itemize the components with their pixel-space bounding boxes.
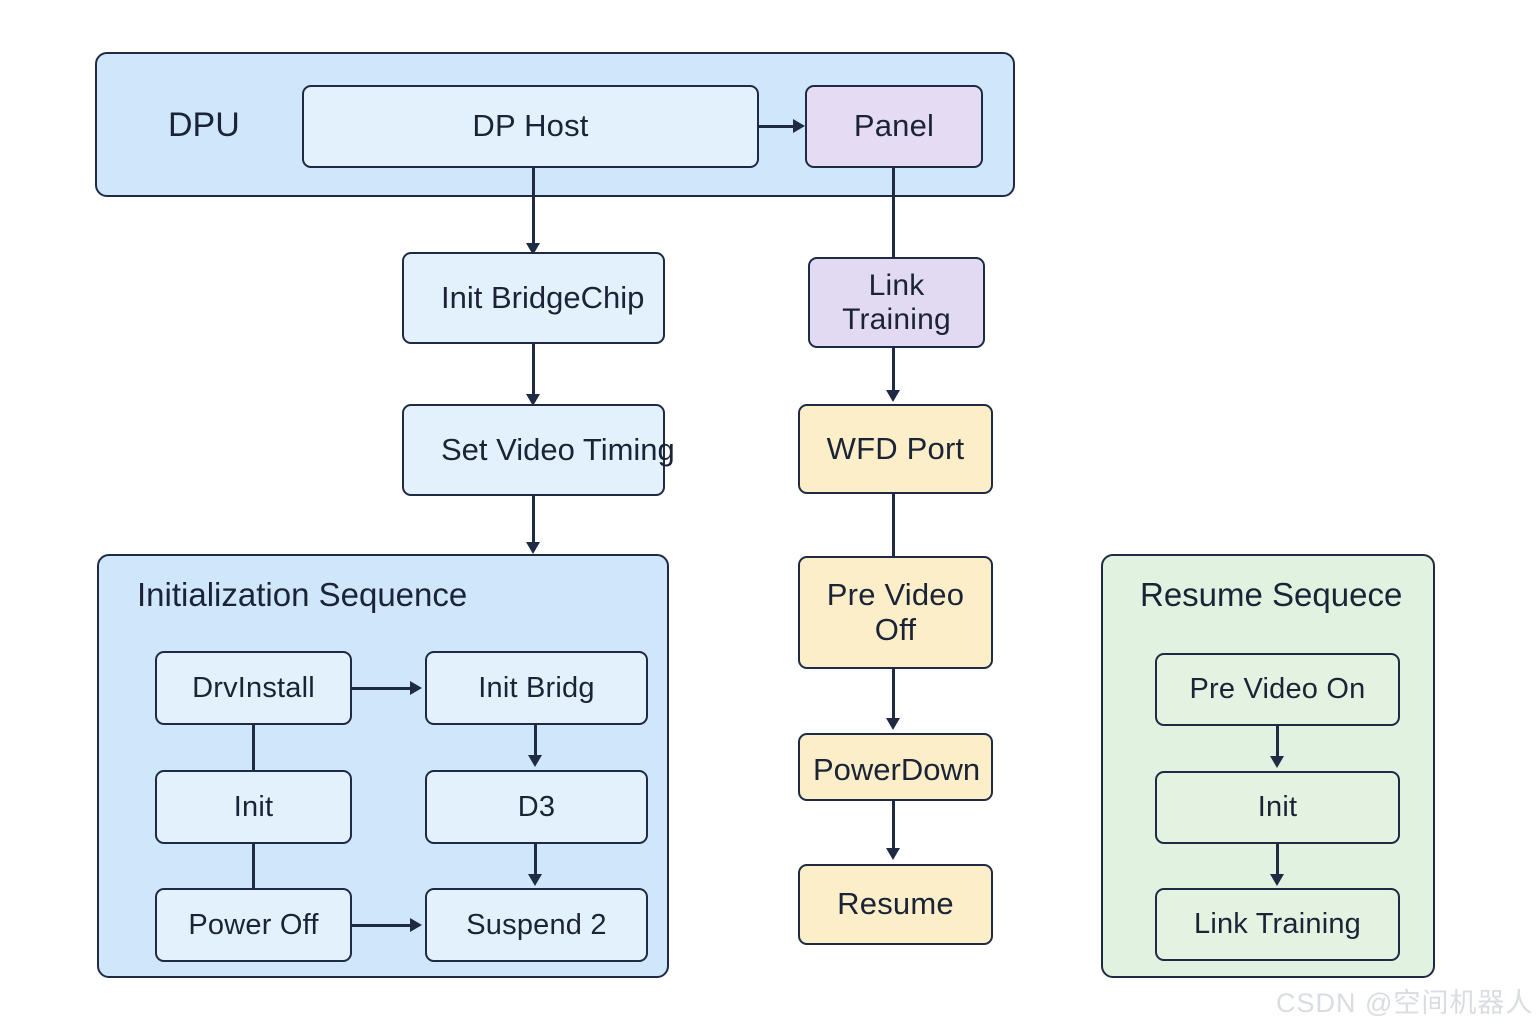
node-suspend-2-label: Suspend 2 <box>466 908 607 941</box>
node-pre-video-on-label: Pre Video On <box>1189 673 1366 706</box>
edge-initbridgechip-setvideotiming <box>532 344 535 399</box>
init-sequence-title: Initialization Sequence <box>137 576 468 613</box>
node-init[interactable]: Init <box>155 770 352 844</box>
node-init-bridg-label: Init Bridg <box>478 671 595 704</box>
node-init-bridg[interactable]: Init Bridg <box>425 651 648 725</box>
node-resume-link-training-label: Link Training <box>1193 908 1362 941</box>
node-dp-host-label: DP Host <box>472 108 589 144</box>
node-powerdown-label: PowerDown <box>813 752 981 787</box>
node-panel[interactable]: Panel <box>805 85 983 168</box>
node-wfd-port-label: WFD Port <box>826 430 965 466</box>
node-set-video-timing[interactable] <box>402 404 665 496</box>
node-pre-video-off-line1: Pre Video <box>826 576 965 612</box>
node-init-bridgechip[interactable] <box>402 252 665 344</box>
edge-init-poweroff <box>252 844 255 888</box>
node-resume-link-training[interactable]: Link Training <box>1155 888 1400 961</box>
edge-linktraining-wfdport-arrowhead <box>886 390 900 402</box>
node-power-off-label: Power Off <box>188 908 319 941</box>
node-panel-label: Panel <box>853 108 935 144</box>
node-init-label: Init <box>233 790 274 823</box>
node-link-training-line2: Training <box>842 302 951 336</box>
node-drvinstall[interactable]: DrvInstall <box>155 651 352 725</box>
node-resume-label: Resume <box>837 886 954 922</box>
edge-setvideotiming-initsequence <box>532 496 535 551</box>
csdn-watermark: CSDN @空间机器人 <box>1276 988 1534 1018</box>
edge-drvinstall-initbridg <box>352 687 412 690</box>
node-link-training-line1: Link <box>868 268 925 302</box>
edge-poweroff-suspend2 <box>352 924 412 927</box>
edge-init-linktraining-arrowhead <box>1270 874 1284 886</box>
edge-drvinstall-init <box>252 725 255 770</box>
edge-wfdport-prevideooff <box>892 494 895 558</box>
edge-drvinstall-initbridg-arrowhead <box>410 681 422 695</box>
node-drvinstall-label: DrvInstall <box>192 671 315 704</box>
node-resume[interactable]: Resume <box>798 864 993 945</box>
edge-dphost-panel-arrowhead <box>793 119 805 133</box>
edge-panel-linktraining <box>892 168 895 257</box>
edge-initbridg-d3 <box>534 725 537 759</box>
node-suspend-2[interactable]: Suspend 2 <box>425 888 648 962</box>
node-dp-host[interactable]: DP Host <box>302 85 759 168</box>
edge-poweroff-suspend2-arrowhead <box>410 918 422 932</box>
node-pre-video-off-line2: Off <box>874 611 917 647</box>
edge-dphost-initbridgechip <box>532 168 535 246</box>
edge-powerdown-resume-arrowhead <box>886 848 900 860</box>
node-d3[interactable]: D3 <box>425 770 648 844</box>
node-powerdown[interactable] <box>798 733 993 801</box>
node-d3-label: D3 <box>517 790 556 823</box>
edge-initbridgechip-setvideotiming-arrowhead <box>526 394 540 406</box>
edge-linktraining-wfdport <box>892 348 895 394</box>
edge-initbridg-d3-arrowhead <box>528 755 542 767</box>
dpu-label: DPU <box>168 106 240 144</box>
edge-d3-suspend2-arrowhead <box>528 874 542 886</box>
node-init-bridgechip-label: Init BridgeChip <box>441 280 645 315</box>
edge-powerdown-resume <box>892 801 895 852</box>
edge-d3-suspend2 <box>534 844 537 877</box>
edge-prevideoon-init-arrowhead <box>1270 756 1284 768</box>
node-pre-video-off[interactable]: Pre Video Off <box>798 556 993 669</box>
resume-sequence-title: Resume Sequece <box>1140 576 1403 613</box>
node-set-video-timing-label: Set Video Timing <box>441 432 675 467</box>
node-pre-video-on[interactable]: Pre Video On <box>1155 653 1400 726</box>
node-wfd-port[interactable]: WFD Port <box>798 404 993 494</box>
node-resume-init[interactable]: Init <box>1155 771 1400 844</box>
node-link-training[interactable]: Link Training <box>808 257 985 348</box>
edge-prevideooff-powerdown <box>892 669 895 722</box>
edge-prevideoon-init <box>1276 726 1279 760</box>
node-resume-init-label: Init <box>1257 791 1298 824</box>
edge-init-linktraining <box>1276 844 1279 878</box>
node-power-off[interactable]: Power Off <box>155 888 352 962</box>
edge-prevideooff-powerdown-arrowhead <box>886 718 900 730</box>
edge-setvideotiming-initsequence-arrowhead <box>526 542 540 554</box>
edge-dphost-panel <box>759 125 795 128</box>
